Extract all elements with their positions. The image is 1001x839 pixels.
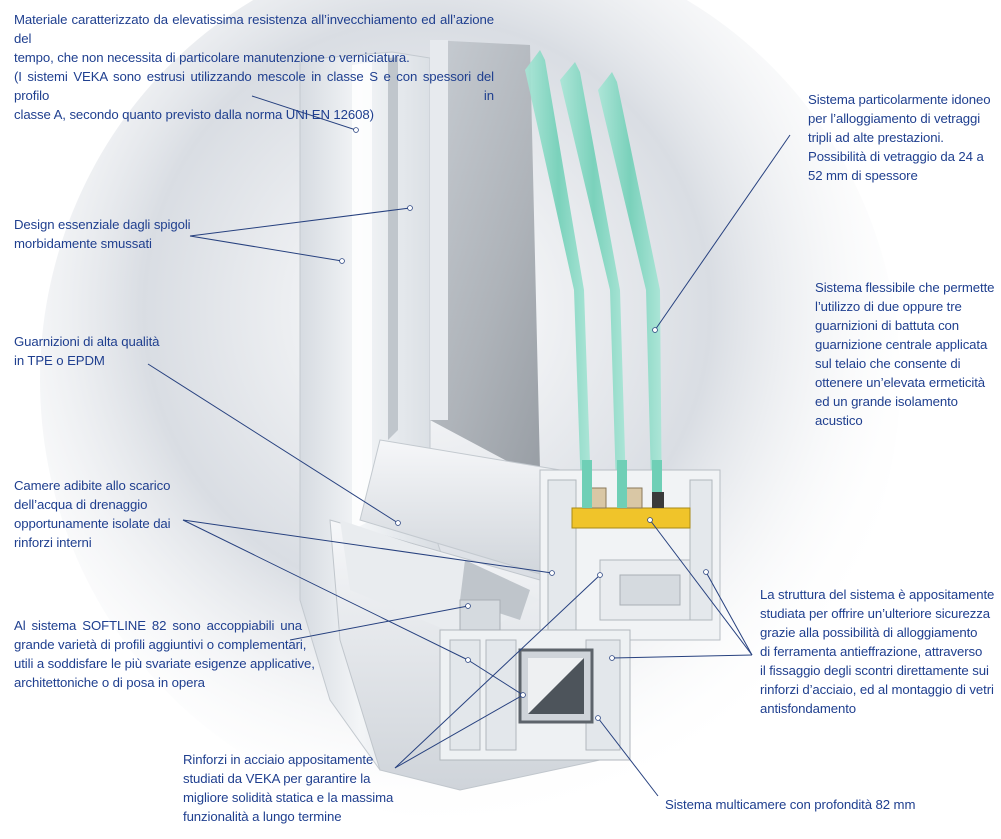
callout-line: il fissaggio degli scontri direttamente … [760,663,989,678]
callout-design: Design essenziale dagli spigoli morbidam… [14,215,191,253]
glazing-bead-left [430,40,448,420]
callout-line: Sistema multicamere con profondità 82 mm [665,797,916,812]
callout-line: Guarnizioni di alta qualità [14,334,160,349]
callout-line: Al sistema SOFTLINE 82 sono accoppiabili… [14,618,302,633]
callout-line: Sistema flessibile che permette [815,280,995,295]
callout-line: Camere adibite allo scarico [14,478,171,493]
callout-line: rinforzi interni [14,535,92,550]
callout-camere: Camere adibite allo scarico dell’acqua d… [14,476,171,552]
frame-groove [388,57,398,440]
callout-line: migliore solidità statica e la massima [183,790,394,805]
callout-line: opportunamente isolate dai [14,516,171,531]
gasket-yellow [571,507,691,529]
callout-line: tempo, che non necessita di particolare … [14,50,410,65]
leader-lines [147,95,791,797]
callout-line: rinforzi d’acciaio, ed al montaggio di v… [760,682,994,697]
callout-line: ottenere un’elevata ermeticità [815,375,986,390]
callout-line: La struttura del sistema è appositamente [760,587,995,602]
frame-inner-edge [352,62,372,530]
callout-softline: Al sistema SOFTLINE 82 sono accoppiabili… [14,616,315,692]
callout-flessibile: Sistema flessibile che permette l’utiliz… [815,278,995,430]
callout-line: di ferramenta antieffrazione, attraverso [760,644,983,659]
callout-line: classe A, secondo quanto previsto dalla … [14,107,374,122]
frame-cross-section [439,599,631,761]
callout-vetraggi: Sistema particolarmente idoneo per l’all… [808,90,991,185]
callout-line: dell’acqua di drenaggio [14,497,148,512]
callout-line: (I sistemi VEKA sono estrusi utilizzando… [14,69,494,103]
callout-line: utili a soddisfare le più svariate esige… [14,656,315,671]
callout-line: guarnizione centrale applicata [815,337,988,352]
callout-line: Materiale caratterizzato da elevatissima… [14,12,494,46]
callout-struttura: La struttura del sistema è appositamente… [760,585,994,718]
callout-line: ed un grande isolamento [815,394,958,409]
callout-line: antisfondamento [760,701,857,716]
callout-line: grande varietà di profili aggiuntivi o c… [14,637,307,652]
glazing-area [430,40,580,500]
callout-rinforzi: Rinforzi in acciaio appositamente studia… [183,750,393,826]
callout-line: Design essenziale dagli spigoli [14,217,191,232]
callout-line: 52 mm di spessore [808,168,918,183]
callout-line: funzionalità a lungo termine [183,809,342,824]
callout-line: in TPE o EPDM [14,353,105,368]
leader-dots [339,127,709,721]
callout-line: l’utilizzo di due oppure tre [815,299,962,314]
callout-multicamere: Sistema multicamere con profondità 82 mm [665,795,915,814]
callout-line: architettoniche o di posa in opera [14,675,205,690]
callout-line: tripli ad alte prestazioni. [808,130,944,145]
callout-materiale: Materiale caratterizzato da elevatissima… [14,10,494,124]
callout-line: grazie alla possibilità di alloggiamento [760,625,978,640]
profile-cross-section [539,460,721,641]
callout-line: guarnizioni di battuta con [815,318,960,333]
callout-guarnizioni: Guarnizioni di alta qualità in TPE o EPD… [14,332,159,370]
callout-line: studiati da VEKA per garantire la [183,771,371,786]
callout-line: sul telaio che consente di [815,356,961,371]
callout-line: morbidamente smussati [14,236,152,251]
callout-line: Possibilità di vetraggio da 24 a [808,149,984,164]
callout-line: studiata per offrire un’ulteriore sicure… [760,606,991,621]
callout-line: acustico [815,413,863,428]
callout-line: Rinforzi in acciaio appositamente [183,752,374,767]
callout-line: per l’alloggiamento di vetraggi [808,111,981,126]
callout-line: Sistema particolarmente idoneo [808,92,991,107]
